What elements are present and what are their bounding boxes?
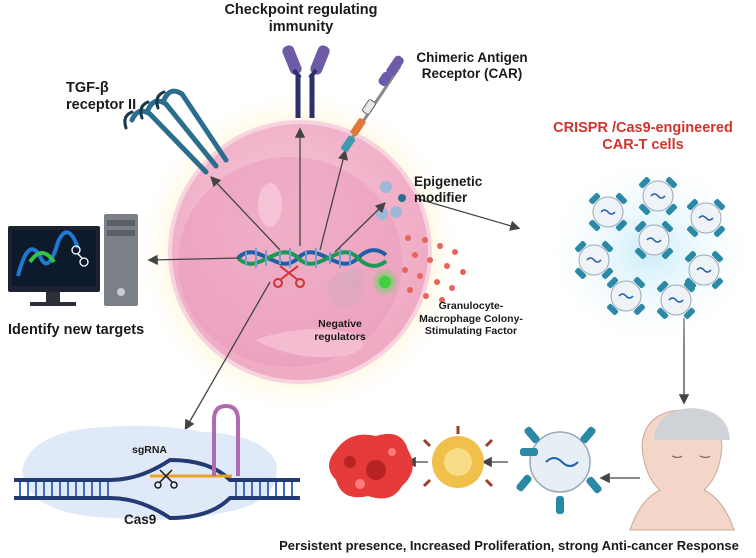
- scissors-icon: [273, 265, 305, 288]
- cell-icon: [168, 120, 432, 384]
- crispr-label: CRISPR /Cas9-engineered CAR-T cells: [553, 120, 733, 153]
- checkpoint-label: Checkpoint regulating immunity: [224, 2, 378, 35]
- dying-cell-icon: [422, 426, 494, 488]
- cas9-complex-icon: [14, 403, 300, 521]
- bottom-caption: Persistent presence, Increased Prolifera…: [279, 538, 739, 553]
- cart-small-cell: [639, 177, 677, 215]
- car-receptor-icon: [340, 55, 404, 153]
- cart-cluster-icon: [540, 152, 756, 352]
- identify-label: Identify new targets: [8, 322, 145, 338]
- cart-cell-icon: [516, 426, 602, 514]
- dna-icon: [236, 248, 388, 268]
- cart-small-cell: [657, 281, 695, 319]
- gmcsf-particles: [402, 235, 466, 303]
- tgf-label: TGF-β receptor II: [66, 80, 137, 113]
- cart-small-cell: [685, 251, 723, 289]
- head-icon: [629, 408, 735, 531]
- car-label: Chimeric Antigen Receptor (CAR): [416, 50, 528, 81]
- cas9-scissors-icon: [154, 469, 178, 489]
- epigenetic-label: Epigenetic modifier: [414, 174, 483, 205]
- gmcsf-label: Granulocyte-Macrophage Colony-Stimulatin…: [419, 300, 523, 337]
- cas9-label: Cas9: [124, 512, 157, 527]
- negative-label: Negative regulators: [314, 318, 366, 343]
- computer-icon: [8, 214, 138, 306]
- cart-small-cell: [607, 277, 645, 315]
- cart-small-cell: [635, 221, 673, 259]
- tumor-icon: [329, 433, 413, 499]
- checkpoint-receptor-icon: [282, 45, 330, 118]
- sgrna-label: sgRNA: [132, 444, 168, 456]
- cart-small-cell: [575, 241, 613, 279]
- pathway-arrows: [147, 127, 690, 484]
- tgf-receptor-icon: [123, 88, 229, 175]
- cart-small-cell: [589, 193, 627, 231]
- cart-small-cell: [687, 199, 725, 237]
